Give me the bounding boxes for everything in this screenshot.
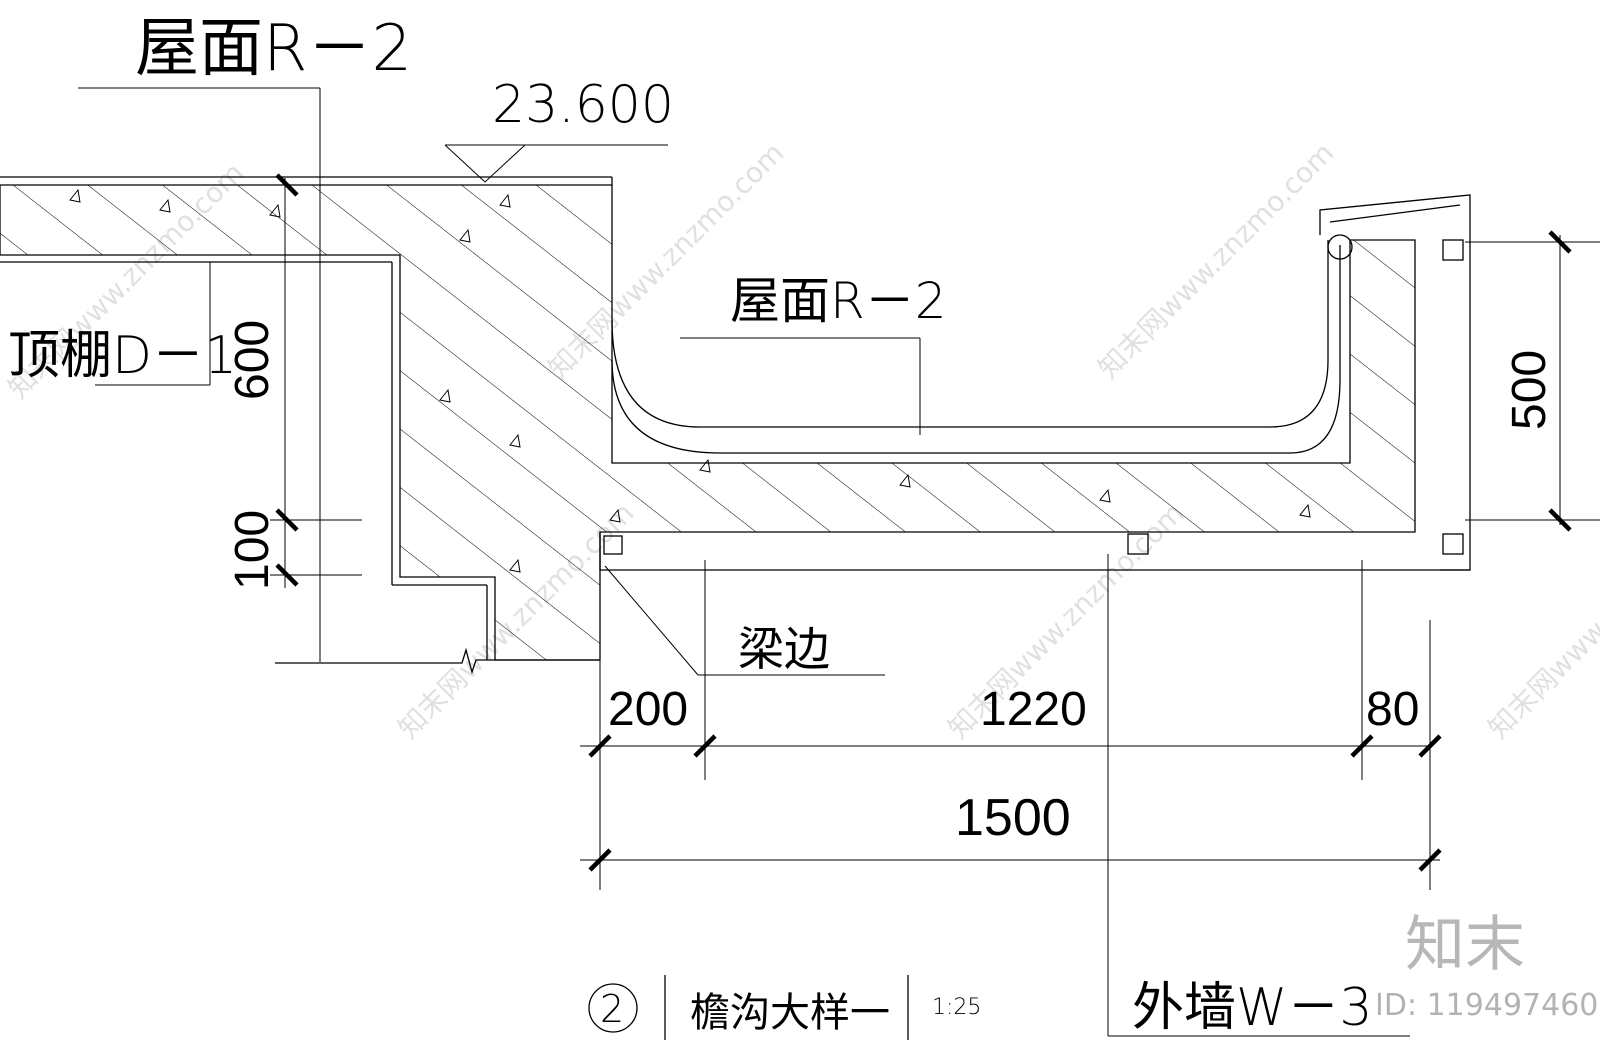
- image-id-text: ID: 1194974609: [1375, 988, 1600, 1023]
- leader-lines: [78, 87, 1410, 1037]
- elevation-label: 23.600: [492, 75, 674, 135]
- annotation-labels: 屋面R－2 23.600 屋面R－2 顶棚D－1 梁边 外墙W－3: [8, 12, 1373, 1038]
- dim-tick: [693, 734, 717, 758]
- dim-200: 200: [608, 683, 688, 736]
- dim-tick: [1350, 734, 1374, 758]
- detail-title: 檐沟大样一: [690, 990, 890, 1036]
- roof-gutter-label: 屋面R－2: [730, 272, 947, 330]
- dim-600: 600: [226, 320, 279, 400]
- dim-tick: [1548, 230, 1572, 254]
- detail-number-circle: [588, 983, 638, 1033]
- watermark-text: 知末网www.znzmo.com: [1092, 136, 1341, 385]
- ceiling-label: 顶棚D－1: [8, 326, 237, 386]
- finish-lines: [0, 176, 1471, 675]
- brand-logo-text: 知末: [1405, 910, 1525, 980]
- detail-number: 2: [600, 987, 624, 1031]
- beam-edge-label: 梁边: [738, 622, 830, 676]
- brand-watermark: 知末 ID: 1194974609: [1375, 910, 1600, 1023]
- dim-1500: 1500: [955, 789, 1071, 847]
- dim-tick: [588, 848, 612, 872]
- dim-tick: [588, 734, 612, 758]
- dim-tick: [275, 173, 299, 197]
- dim-tick: [1418, 734, 1442, 758]
- dim-tick: [275, 563, 299, 587]
- dim-100: 100: [226, 510, 279, 590]
- roof-top-label: 屋面R－2: [135, 12, 412, 86]
- detail-scale: 1:25: [932, 995, 981, 1020]
- title-block: 2 檐沟大样一 1:25: [588, 975, 981, 1040]
- dim-1220: 1220: [980, 683, 1087, 736]
- dim-500: 500: [1503, 350, 1556, 430]
- dimension-lines: [270, 173, 1600, 890]
- dim-tick: [1548, 508, 1572, 532]
- dim-tick: [1418, 848, 1442, 872]
- outer-wall-label: 外墙W－3: [1132, 978, 1373, 1038]
- dim-80: 80: [1366, 683, 1419, 736]
- aggregate-marks: [69, 188, 1311, 573]
- concrete-section: [0, 184, 1416, 661]
- watermark-text: 知末网www.znzmo.com: [1482, 496, 1600, 745]
- dim-tick: [275, 508, 299, 532]
- dimension-values: 600 100 500 200 1220 80 1500: [226, 320, 1556, 847]
